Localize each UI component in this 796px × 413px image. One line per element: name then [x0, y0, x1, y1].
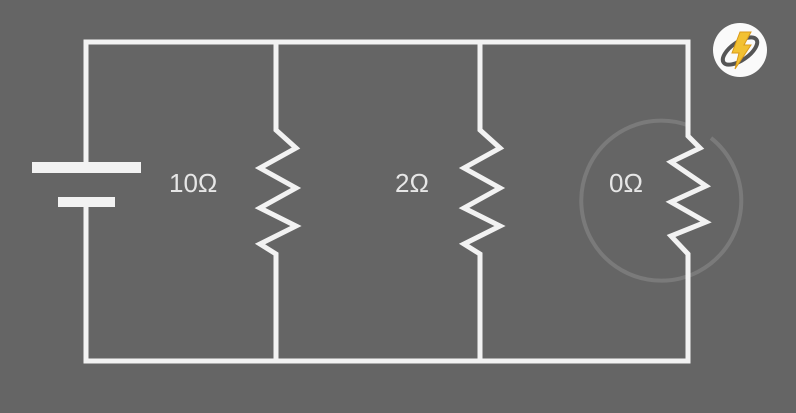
resistor-label-0-ohm: 0Ω: [609, 168, 643, 198]
battery-negative-plate: [58, 197, 115, 207]
resistor-label-2-ohm: 2Ω: [395, 168, 429, 198]
resistor-10-ohm-symbol: [254, 39, 302, 364]
highlight-circle: [579, 118, 744, 283]
resistor-0-ohm-symbol: [665, 39, 712, 364]
resistor-label-10-ohm: 10Ω: [169, 168, 218, 198]
lightning-bolt-logo-icon: [713, 23, 767, 77]
battery-positive-plate: [32, 162, 141, 173]
resistor-2-ohm-symbol: [458, 39, 506, 364]
